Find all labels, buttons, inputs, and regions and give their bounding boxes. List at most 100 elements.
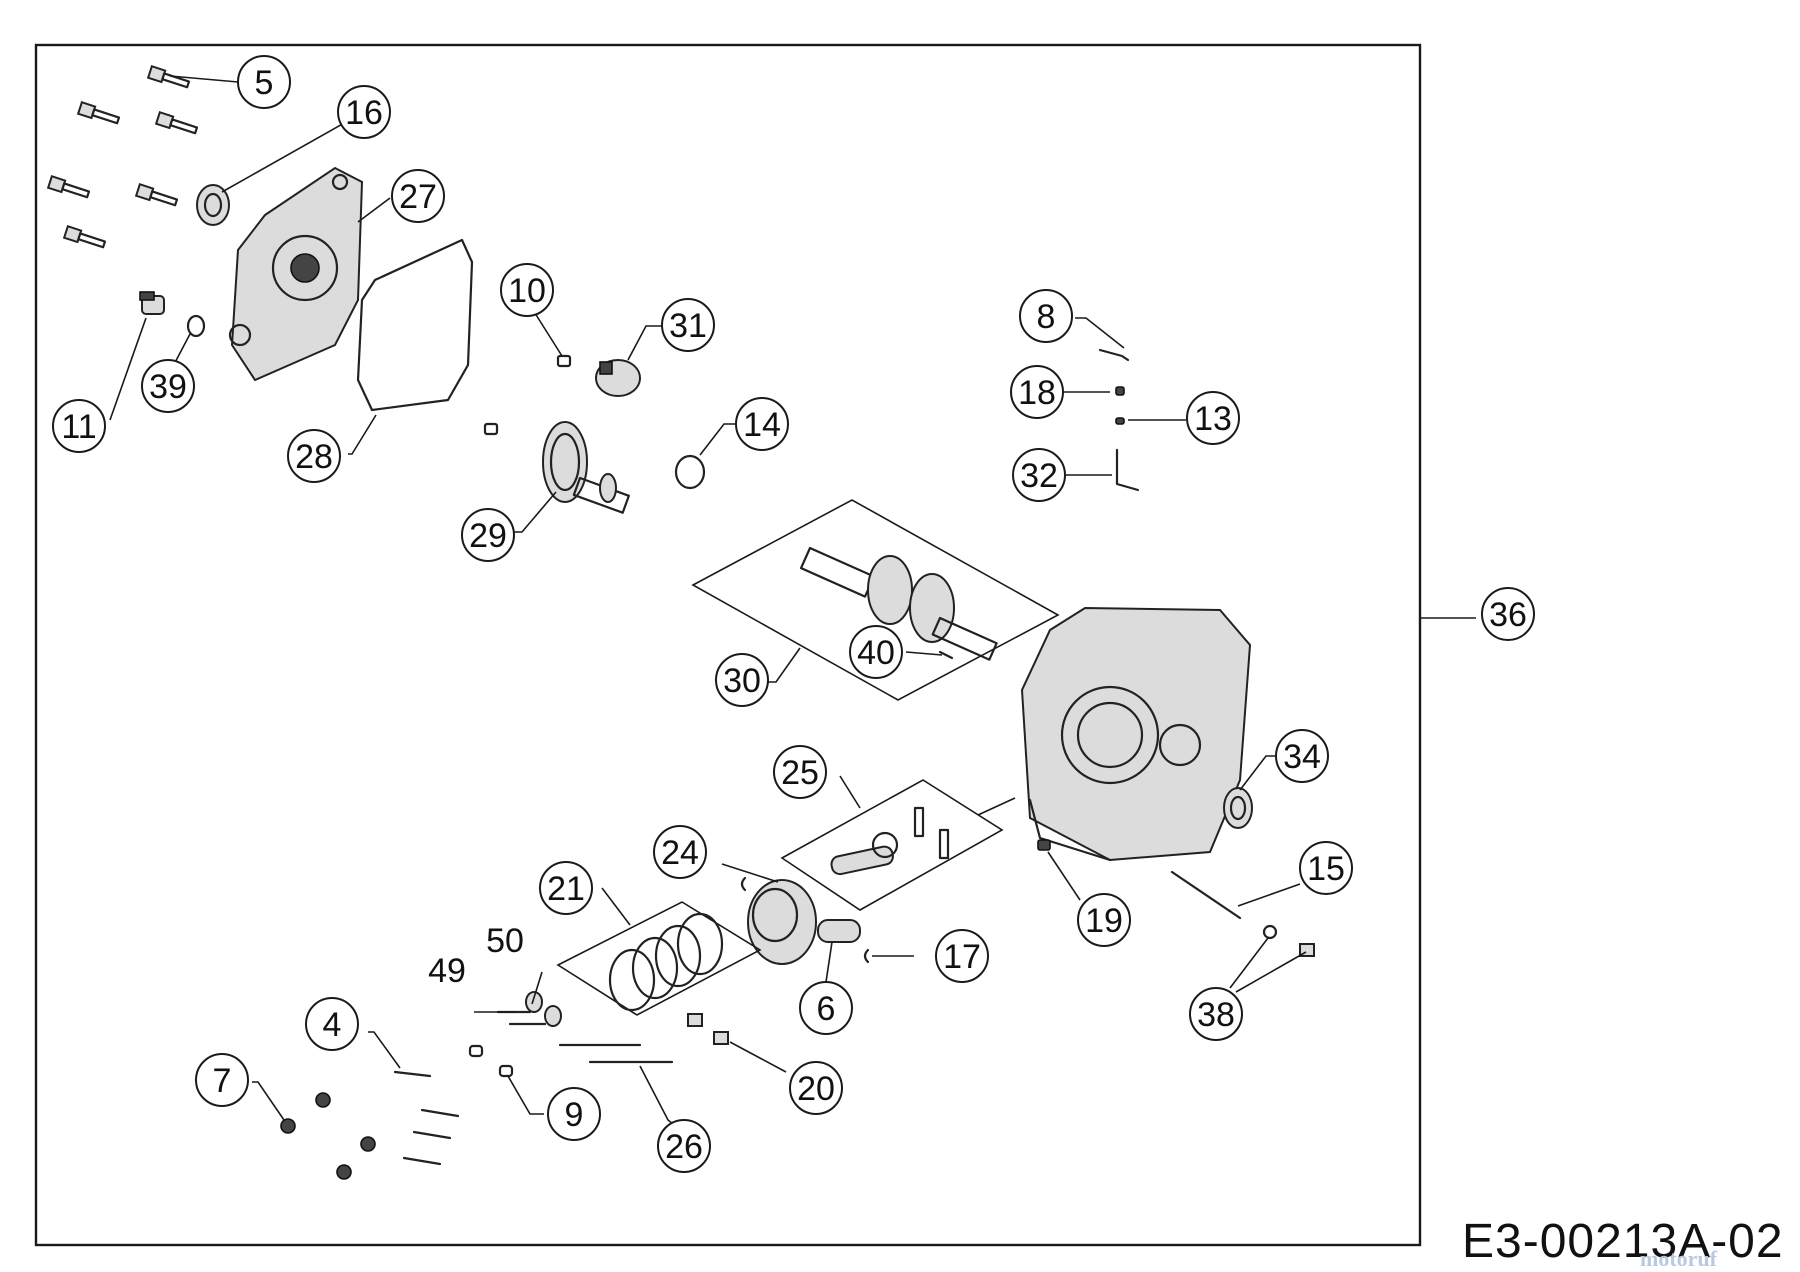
crankcase-seal xyxy=(1223,787,1253,829)
connecting-rod xyxy=(830,806,950,876)
governor-pin xyxy=(1115,417,1125,425)
callout-50: 50 xyxy=(486,922,524,960)
camshaft xyxy=(542,421,630,514)
callout-18: 18 xyxy=(1010,365,1064,419)
svg-text:18: 18 xyxy=(1018,374,1056,412)
svg-text:38: 38 xyxy=(1197,996,1235,1034)
washer xyxy=(1262,924,1278,940)
svg-text:29: 29 xyxy=(469,517,507,555)
svg-text:27: 27 xyxy=(399,178,437,216)
svg-text:7: 7 xyxy=(213,1062,232,1100)
callout-24: 24 xyxy=(653,825,707,879)
governor-arm xyxy=(1115,448,1140,492)
diagram-frame xyxy=(34,43,1422,1247)
svg-text:20: 20 xyxy=(797,1070,835,1108)
callout-40: 40 xyxy=(849,625,903,679)
svg-text:32: 32 xyxy=(1020,457,1058,495)
piston-pin xyxy=(817,919,861,943)
crankcase-gasket xyxy=(356,238,474,412)
callout-38: 38 xyxy=(1189,987,1243,1041)
callout-7: 7 xyxy=(195,1053,249,1107)
callout-8: 8 xyxy=(1019,289,1073,343)
svg-text:16: 16 xyxy=(345,94,383,132)
callout-34: 34 xyxy=(1275,729,1329,783)
svg-text:5: 5 xyxy=(255,64,274,102)
callout-11: 11 xyxy=(52,399,106,453)
callout-25: 25 xyxy=(773,745,827,799)
svg-text:13: 13 xyxy=(1194,400,1232,438)
crankshaft-kit-box xyxy=(691,499,1060,701)
callout-10: 10 xyxy=(500,263,554,317)
svg-text:25: 25 xyxy=(781,754,819,792)
oil-plug xyxy=(139,291,165,315)
svg-text:21: 21 xyxy=(547,870,585,908)
dowel-pin-2 xyxy=(483,422,499,436)
callout-6: 6 xyxy=(799,981,853,1035)
svg-text:15: 15 xyxy=(1307,850,1345,888)
callout-39: 39 xyxy=(141,359,195,413)
callout-20: 20 xyxy=(789,1061,843,1115)
callout-36: 36 xyxy=(1481,587,1535,641)
retaining-ring xyxy=(674,454,706,490)
o-ring xyxy=(186,314,206,338)
svg-text:40: 40 xyxy=(857,634,895,672)
dowel-pin xyxy=(556,354,572,368)
callout-31: 31 xyxy=(661,298,715,352)
callout-49: 49 xyxy=(428,952,466,990)
crankshaft xyxy=(799,546,998,661)
callout-9: 9 xyxy=(547,1087,601,1141)
callout-15: 15 xyxy=(1299,841,1353,895)
svg-text:17: 17 xyxy=(943,938,981,976)
svg-text:6: 6 xyxy=(817,990,836,1028)
bolts-group xyxy=(46,65,199,249)
piston-rings xyxy=(608,912,724,1012)
tappet xyxy=(468,1044,484,1058)
assembly-line xyxy=(977,797,1016,816)
svg-text:4: 4 xyxy=(323,1006,342,1044)
svg-text:26: 26 xyxy=(665,1128,703,1166)
piston xyxy=(747,879,817,965)
svg-text:9: 9 xyxy=(565,1096,584,1134)
leader-lines xyxy=(109,75,1476,1129)
callout-30: 30 xyxy=(715,653,769,707)
svg-text:30: 30 xyxy=(723,662,761,700)
governor-shaft xyxy=(1170,870,1242,920)
callout-28: 28 xyxy=(287,429,341,483)
callout-29: 29 xyxy=(461,508,515,562)
callout-32: 32 xyxy=(1012,448,1066,502)
valves xyxy=(496,991,562,1027)
svg-text:24: 24 xyxy=(661,834,699,872)
governor-clip xyxy=(1098,348,1130,362)
svg-text:11: 11 xyxy=(61,408,96,446)
callout-26: 26 xyxy=(657,1119,711,1173)
drain-plug xyxy=(1037,839,1051,851)
svg-text:10: 10 xyxy=(508,272,546,310)
diagram-code: E3-00213A-02 xyxy=(1462,1215,1784,1268)
tappet-2 xyxy=(498,1064,514,1078)
svg-text:8: 8 xyxy=(1037,298,1056,336)
governor-gear xyxy=(595,359,641,397)
svg-text:19: 19 xyxy=(1085,902,1123,940)
callout-17: 17 xyxy=(935,929,989,983)
svg-text:14: 14 xyxy=(743,406,781,444)
callout-4: 4 xyxy=(305,997,359,1051)
svg-text:36: 36 xyxy=(1489,596,1527,634)
callout-14: 14 xyxy=(735,397,789,451)
piston-pin-clip xyxy=(863,948,870,964)
watermark: motoruf xyxy=(1640,1246,1717,1271)
callout-5: 5 xyxy=(237,55,291,109)
svg-text:28: 28 xyxy=(295,438,333,476)
crank-key xyxy=(938,650,954,660)
governor-washer xyxy=(1115,386,1125,396)
crankcase-cover xyxy=(228,166,364,382)
svg-text:39: 39 xyxy=(149,368,187,406)
rocker-bolts xyxy=(687,1013,729,1045)
nuts xyxy=(280,1092,376,1180)
callout-21: 21 xyxy=(539,861,593,915)
piston-clip-top xyxy=(740,876,747,892)
push-rods xyxy=(393,1043,674,1166)
svg-text:34: 34 xyxy=(1283,738,1321,776)
connecting-rod-kit-box xyxy=(780,779,1004,911)
callout-19: 19 xyxy=(1077,893,1131,947)
